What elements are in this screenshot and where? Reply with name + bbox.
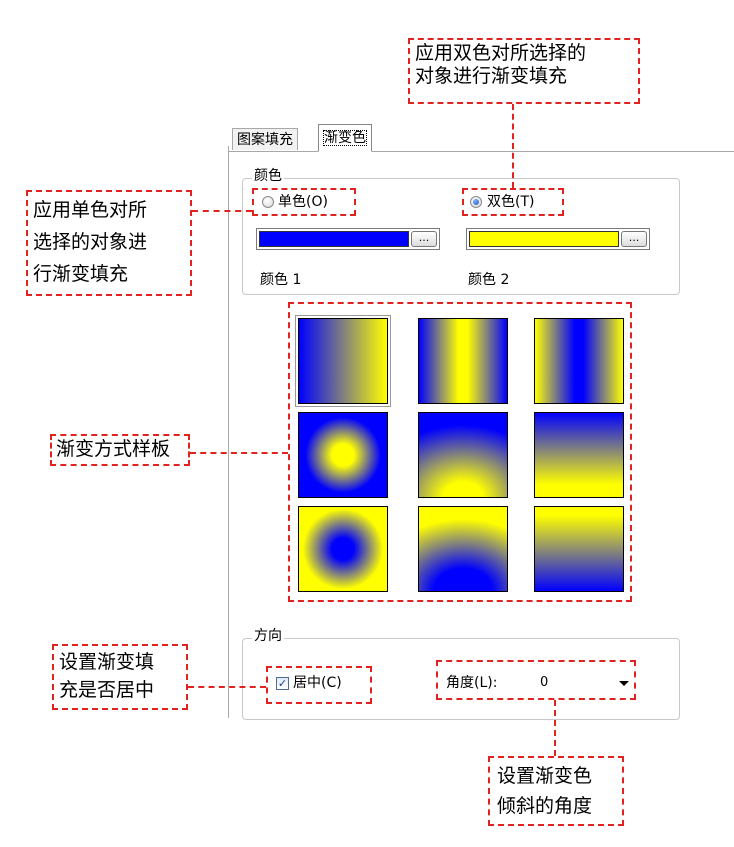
color1-browse-button[interactable]: ... (411, 231, 437, 247)
tab-gradient-label: 渐变色 (323, 130, 367, 146)
tab-strip-border (228, 151, 734, 152)
tab-gradient[interactable]: 渐变色 (318, 124, 372, 152)
centered-label: 居中(C) (293, 675, 342, 691)
color2-browse-button[interactable]: ... (621, 231, 647, 247)
color1-swatch[interactable]: ... (256, 228, 440, 250)
highlight-two-color (462, 188, 564, 216)
callout-angle-leader (554, 700, 556, 756)
callout-angle-box (488, 756, 624, 826)
preset-spherical-inverted[interactable] (298, 506, 388, 592)
angle-label: 角度(L): (446, 675, 498, 691)
callout-centered-box (52, 644, 188, 710)
color2-swatch[interactable]: ... (466, 228, 650, 250)
one-color-radio[interactable] (262, 196, 274, 208)
preset-curved-bottom[interactable] (534, 506, 624, 592)
callout-presets-box (50, 434, 190, 466)
color1-fill (259, 231, 409, 247)
chevron-down-icon[interactable] (619, 681, 629, 686)
one-color-label: 单色(O) (278, 194, 328, 210)
preset-linear-left-right[interactable] (295, 315, 391, 407)
callout-presets: 渐变方式样板 (56, 438, 171, 460)
color2-fill (469, 231, 619, 247)
preset-spherical[interactable] (298, 412, 388, 498)
callout-presets-leader (190, 452, 288, 454)
highlight-angle (436, 660, 636, 700)
callout-centered-leader (188, 686, 266, 688)
angle-select[interactable]: 0 (536, 673, 633, 693)
callout-one-color-box (26, 190, 192, 296)
preset-linear-center-band-inverted[interactable] (534, 318, 624, 404)
callout-centered: 设置渐变填 充是否居中 (59, 651, 155, 701)
highlight-centered (266, 666, 372, 704)
preset-hemispherical-bottom[interactable] (418, 506, 508, 592)
centered-checkbox[interactable]: ✓ (276, 677, 289, 690)
color-group-title: 颜色 (252, 168, 284, 184)
direction-group-title: 方向 (252, 628, 284, 644)
two-color-radio[interactable] (470, 196, 482, 208)
callout-one-color-leader (192, 210, 252, 212)
preset-curved-top[interactable] (534, 412, 624, 498)
callout-two-color-leader (512, 104, 514, 188)
angle-value: 0 (540, 675, 549, 690)
callout-two-color: 应用双色对所选择的 对象进行渐变填充 (415, 42, 587, 87)
callout-angle: 设置渐变色 倾斜的角度 (497, 765, 593, 817)
preset-linear-center-band[interactable] (418, 318, 508, 404)
callout-one-color: 应用单色对所 选择的对象进 行渐变填充 (33, 199, 148, 285)
highlight-presets (288, 302, 632, 602)
preset-hemispherical-top[interactable] (418, 412, 508, 498)
tab-hatch[interactable]: 图案填充 (232, 128, 298, 150)
color2-label: 颜色 2 (468, 272, 510, 288)
highlight-one-color (252, 188, 356, 216)
direction-group (242, 638, 680, 720)
callout-two-color-box (408, 38, 640, 104)
two-color-label: 双色(T) (487, 194, 535, 210)
color1-label: 颜色 1 (260, 272, 302, 288)
color-group (242, 178, 680, 295)
